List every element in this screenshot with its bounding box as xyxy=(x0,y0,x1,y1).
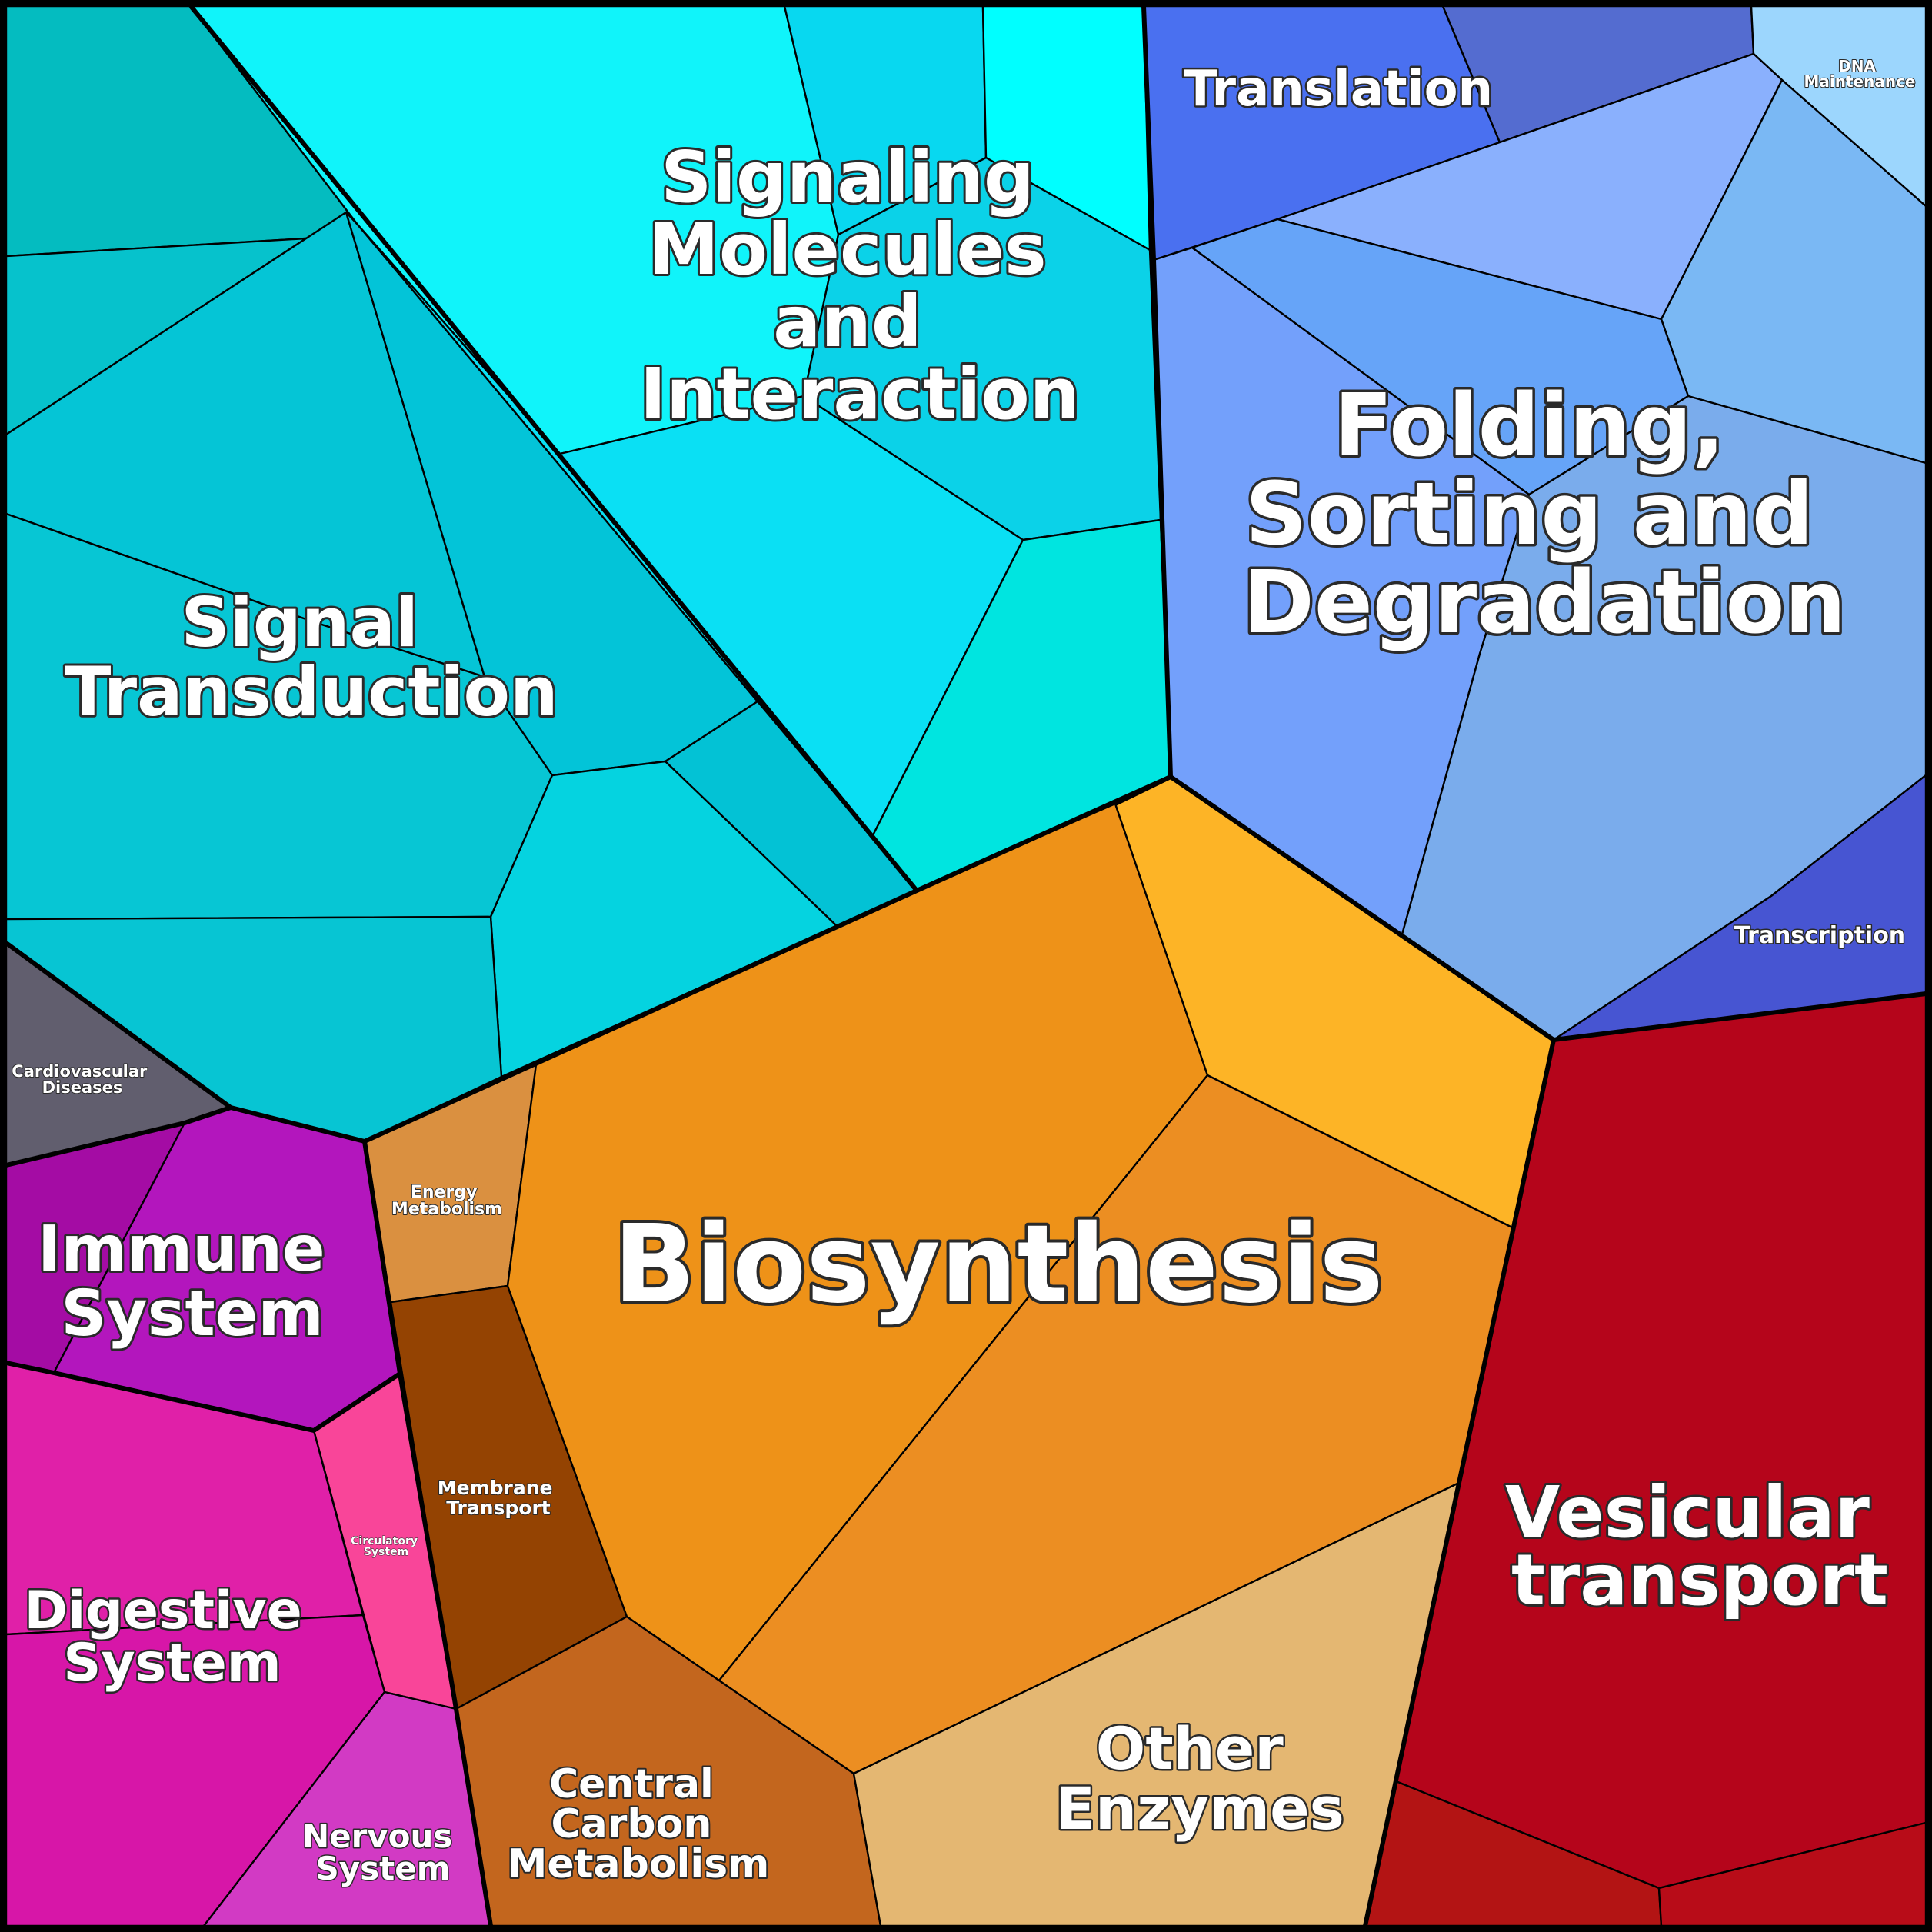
label-signaling-molecules: Signaling Molecules and Interaction xyxy=(640,136,1080,435)
label-digestive-system: Digestive System xyxy=(25,1581,321,1694)
label-signal-transduction: Signal Transduction xyxy=(65,583,558,731)
label-circulatory: Circulatory System xyxy=(351,1535,421,1558)
label-vesicular-transport: Vesicular transport xyxy=(1505,1471,1894,1621)
label-translation: Translation xyxy=(1184,61,1493,118)
group-signaling-molecules xyxy=(189,5,1172,892)
label-energy-metabolism: Energy Metabolism xyxy=(391,1183,502,1219)
group-vesicular-transport xyxy=(1364,992,1927,1927)
group-signal-transduction xyxy=(5,5,918,1143)
label-biosynthesis: Biosynthesis xyxy=(613,1202,1383,1327)
group-biosynthesis xyxy=(506,775,1555,1775)
group-folding-sorting xyxy=(1152,52,1927,1041)
label-other-enzymes: Other Enzymes xyxy=(1055,1714,1344,1843)
label-dna-maintenance: DNA Maintenance xyxy=(1804,57,1915,91)
label-folding-sorting: Folding, Sorting and Degradation xyxy=(1243,376,1846,653)
label-cardiovascular: Cardiovascular Diseases xyxy=(12,1062,152,1097)
label-central-carbon: Central Carbon Metabolism xyxy=(508,1761,770,1887)
labels: Signal Transduction Signaling Molecules … xyxy=(11,56,1916,1889)
group-translation xyxy=(1142,5,1755,261)
group-digestive-system xyxy=(5,1361,386,1927)
label-transcription: Transcription xyxy=(1734,922,1905,949)
label-membrane-transport: Membrane Transport xyxy=(438,1477,559,1519)
label-nervous-system: Nervous System xyxy=(302,1817,464,1887)
label-immune-system: Immune System xyxy=(38,1213,347,1351)
